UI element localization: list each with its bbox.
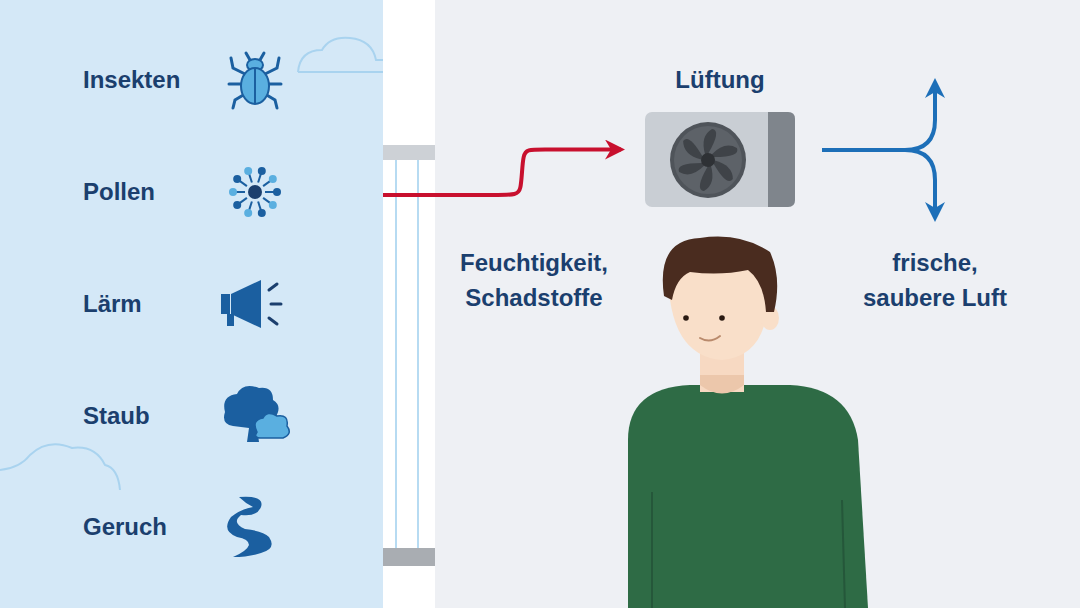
flow-arrow	[383, 150, 621, 196]
noise-icon	[221, 280, 281, 328]
ventilation-unit	[645, 112, 795, 207]
insect-icon	[229, 53, 281, 108]
dust-icon	[224, 386, 289, 442]
outside-panel	[0, 0, 383, 608]
window-frame	[383, 145, 435, 160]
window-glass	[395, 160, 397, 548]
pollen-icon	[229, 167, 281, 217]
outside-panel: InsektenPollenLärmStaubGeruch	[0, 0, 383, 608]
outside-factor-label: Pollen	[83, 174, 155, 209]
cloud	[298, 38, 383, 72]
person-illustration	[628, 237, 868, 608]
smell-icon	[227, 497, 272, 557]
cloud	[298, 71, 383, 73]
outside-factor-label: Geruch	[83, 509, 167, 544]
cloud	[0, 444, 120, 490]
outside-factor-label: Lärm	[83, 286, 142, 321]
wall	[383, 0, 435, 608]
outside-factor-label: Staub	[83, 398, 150, 433]
output-label: frische, saubere Luft	[845, 245, 1025, 315]
edge-label: Feuchtigkeit, Schadstoffe	[434, 245, 634, 315]
air-out-arrow	[822, 82, 935, 218]
window-glass	[417, 160, 419, 548]
window-sill	[383, 548, 435, 566]
unit-heading: Lüftung	[675, 62, 764, 97]
outside-factor-label: Insekten	[83, 62, 180, 97]
ventilation-unit-box: Lüftung	[645, 112, 795, 207]
